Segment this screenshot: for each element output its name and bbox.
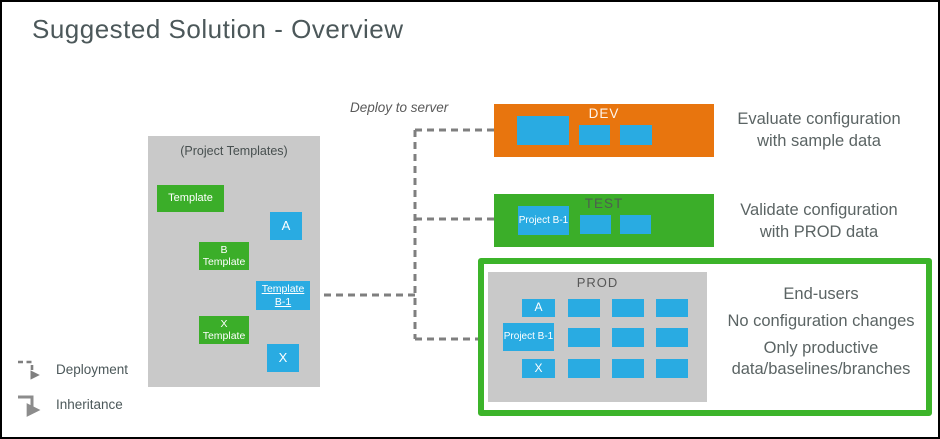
prod-chip-r1-c2 [568,299,600,317]
test-annotation: Validate configuration with PROD data [708,199,930,243]
dev-annotation-line-1: Evaluate configuration [737,110,901,128]
prod-highlight-box: PROD A Project B-1 X End-users No config… [478,258,932,416]
project-templates-label: (Project Templates) [180,144,288,158]
prod-project-a-chip: A [522,299,555,317]
prod-chip-r2-c3 [612,328,644,347]
prod-environment-box: PROD A Project B-1 X [488,272,707,402]
prod-chip-r3-c2 [568,359,600,378]
dev-chip-small-1 [579,125,610,145]
prod-annotation-line-1: End-users [783,285,859,303]
project-x-node: X [267,344,299,372]
prod-annotation-line-2: No configuration changes [727,312,915,330]
legend-inheritance: Inheritance [16,391,123,418]
prod-chip-r3-c4 [656,359,688,378]
prod-chip-r2-c2 [568,328,600,347]
dev-environment-box: DEV [494,104,714,157]
prod-environment-label: PROD [576,275,619,290]
dev-annotation-line-2: with sample data [757,132,881,150]
x-template-node: X Template [199,316,249,344]
page-title: Suggested Solution - Overview [32,14,404,44]
prod-chip-r2-c4 [656,328,688,347]
prod-chip-r1-c4 [656,299,688,317]
prod-project-b1-chip: Project B-1 [503,323,554,351]
dev-environment-label: DEV [588,106,620,121]
prod-chip-r3-c3 [612,359,644,378]
prod-annotation-line-3: Only productive data/baselines/branches [731,339,911,378]
deploy-to-server-label: Deploy to server [350,100,449,115]
test-annotation-line-2: with PROD data [759,223,879,241]
test-environment-label: TEST [584,196,624,211]
legend-deployment: Deployment [16,356,128,383]
prod-project-x-chip: X [522,359,555,378]
template-b1-node: Template B-1 [256,281,310,310]
test-chip-small-1 [580,215,611,234]
prod-chip-r1-c3 [612,299,644,317]
test-environment-box: TEST Project B-1 [494,194,714,247]
dev-chip-small-2 [620,125,652,145]
legend-inheritance-label: Inheritance [56,397,123,412]
template-node: Template [157,185,224,212]
prod-annotation: End-users No configuration changes Only … [712,284,930,386]
deployment-arrow-icon [18,360,40,380]
test-project-b1-chip: Project B-1 [518,206,569,235]
dev-project-chip [517,116,569,145]
legend-deployment-label: Deployment [56,362,129,377]
dev-annotation: Evaluate configuration with sample data [708,108,930,152]
project-a-node: A [270,212,302,240]
test-annotation-line-1: Validate configuration [740,201,898,219]
b-template-node: B Template [199,242,249,270]
inheritance-arrow-icon [18,395,41,417]
test-chip-small-2 [620,215,651,234]
